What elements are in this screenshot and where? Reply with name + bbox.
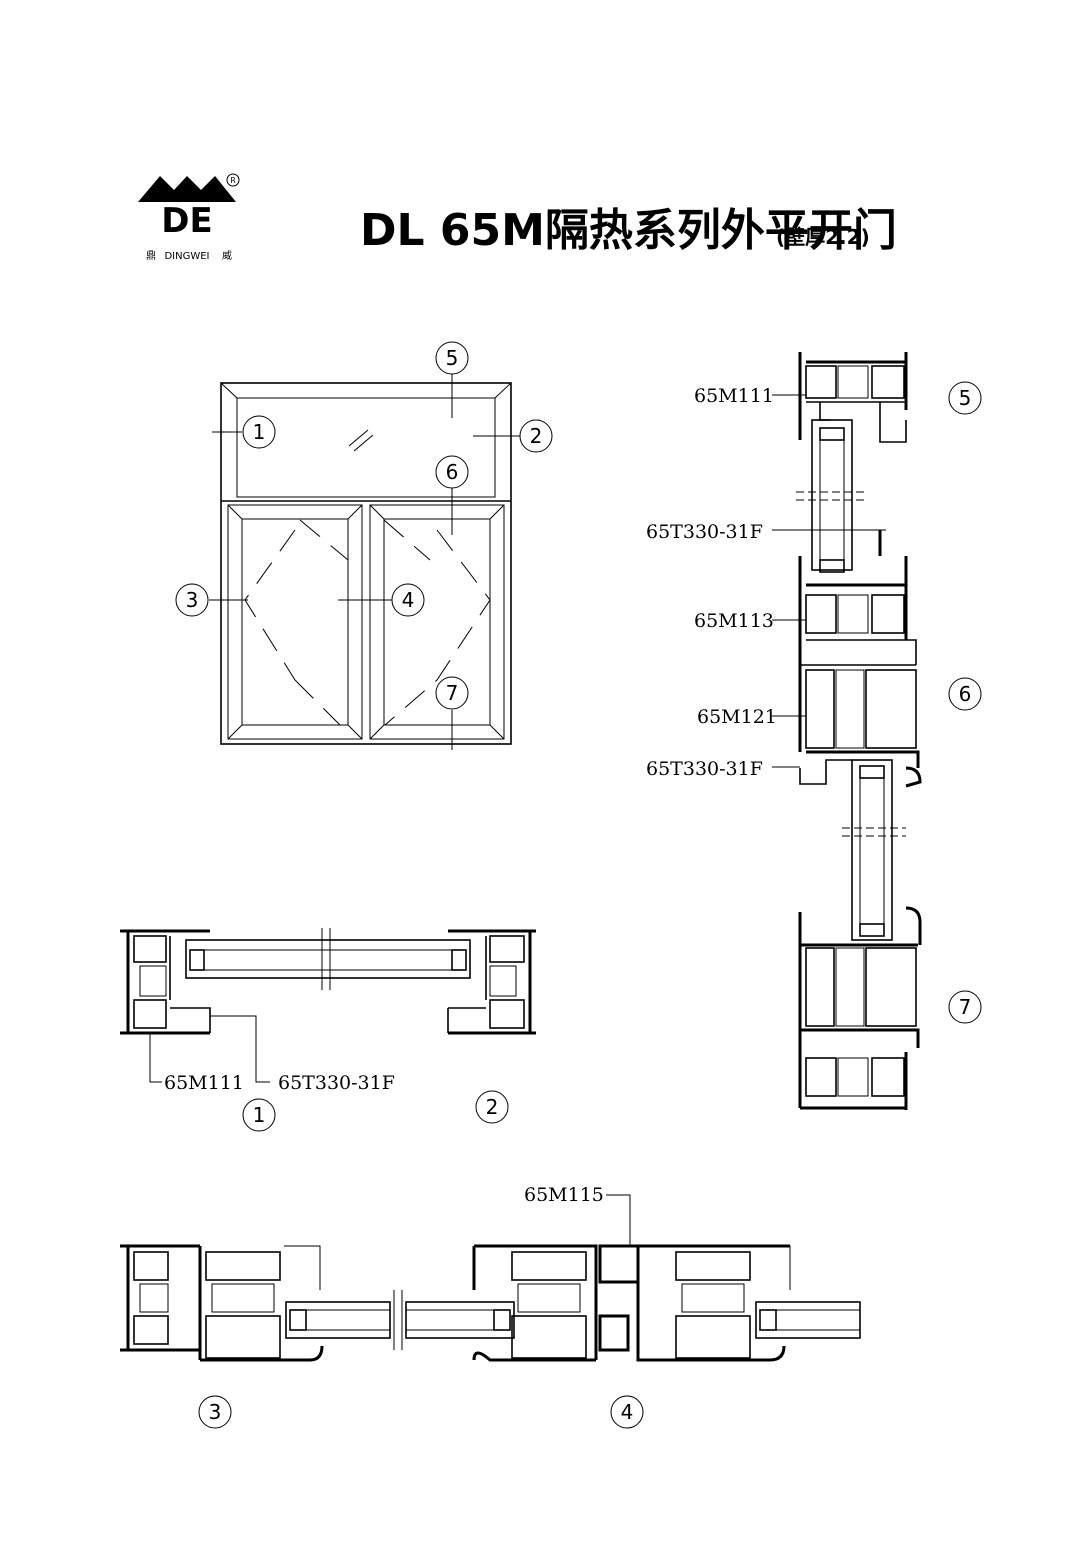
part-label-65M111: 65M111	[694, 385, 774, 407]
callout-3: 3	[186, 588, 199, 612]
part-label-65M111: 65M111	[164, 1072, 244, 1094]
callout-4: 4	[621, 1400, 634, 1424]
door-elevation	[209, 374, 520, 750]
page-subtitle: (壁厚2.2)	[776, 225, 870, 249]
horizontal-section-3-4	[120, 1194, 861, 1362]
callout-3: 3	[209, 1400, 222, 1424]
callout-circle	[435, 676, 469, 710]
logo-name: DINGWEI	[164, 251, 209, 262]
part-label-65M115: 65M115	[524, 1184, 604, 1206]
callout-circle	[242, 415, 276, 449]
callout-1: 1	[253, 420, 266, 444]
callout-6: 6	[959, 682, 972, 706]
callout-2: 2	[486, 1095, 499, 1119]
callout-circle	[948, 677, 982, 711]
callout-4: 4	[402, 588, 415, 612]
logo-right-char: 威	[222, 249, 232, 262]
callout-7: 7	[959, 995, 972, 1019]
part-label-65T330: 65T330-31F	[278, 1072, 395, 1094]
callout-7: 7	[446, 681, 459, 705]
registered-mark: R	[230, 176, 236, 185]
callout-circle	[391, 583, 425, 617]
logo-letters: DE	[161, 201, 212, 241]
vertical-section	[772, 352, 922, 1110]
callout-circle	[435, 455, 469, 489]
callout-circle	[948, 990, 982, 1024]
page-title: DL 65M隔热系列外平开门	[360, 205, 897, 256]
part-label-65M113: 65M113	[694, 610, 774, 632]
logo-left-char: 鼎	[146, 250, 156, 262]
callout-circle	[475, 1090, 509, 1124]
part-label-65M121: 65M121	[697, 706, 777, 728]
part-label-65T330: 65T330-31F	[646, 521, 763, 543]
horizontal-section-1-2	[120, 928, 536, 1083]
callout-circle	[435, 341, 469, 375]
part-label-65T330: 65T330-31F	[646, 758, 763, 780]
callout-circle	[610, 1395, 644, 1429]
callout-5: 5	[446, 346, 459, 370]
callout-5: 5	[959, 386, 972, 410]
callout-6: 6	[446, 460, 459, 484]
callout-circle	[948, 381, 982, 415]
callout-circle	[242, 1098, 276, 1132]
callout-circle	[519, 419, 553, 453]
callout-1: 1	[253, 1103, 266, 1127]
callout-2: 2	[530, 424, 543, 448]
callout-circle	[175, 583, 209, 617]
brand-logo: DE 鼎 DINGWEI 威 R	[138, 173, 240, 262]
callout-circle	[198, 1395, 232, 1429]
